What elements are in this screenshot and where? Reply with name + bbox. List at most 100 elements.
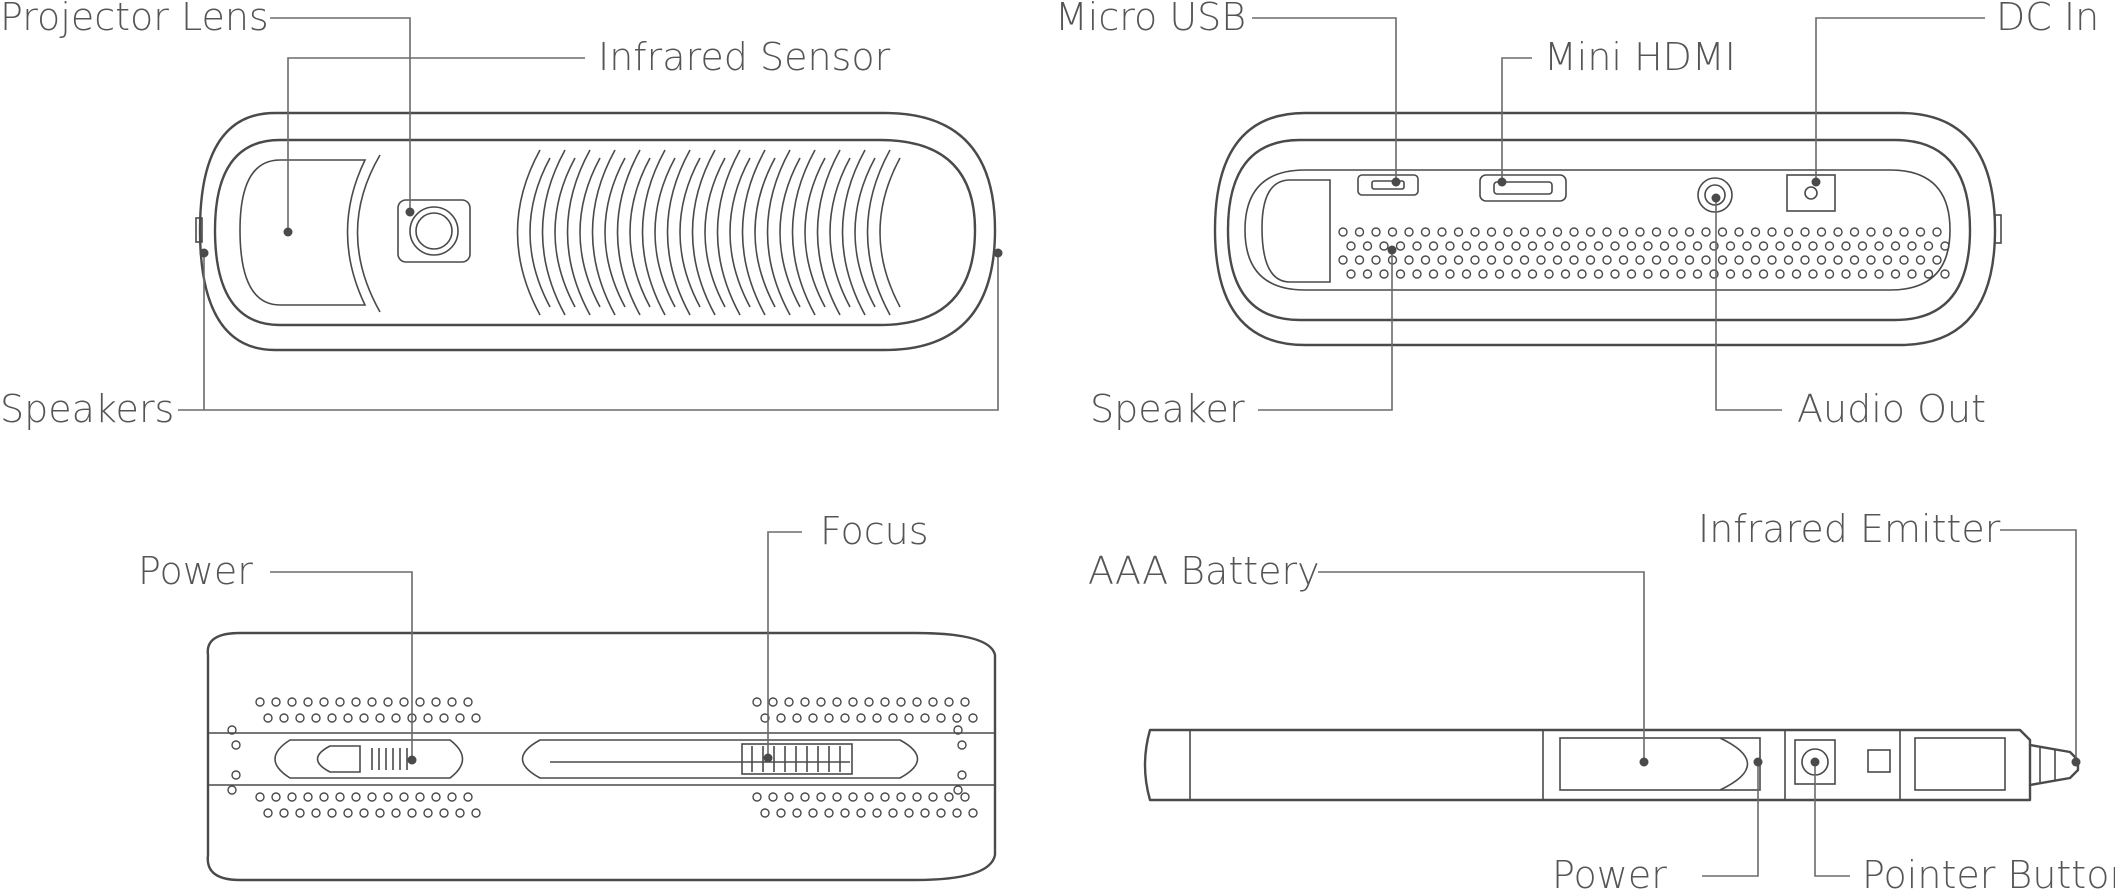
grille-hole xyxy=(1602,255,1612,265)
grille-hole xyxy=(1453,255,1464,265)
grille-hole xyxy=(1651,255,1662,265)
grille-hole xyxy=(1412,269,1422,279)
grille-hole xyxy=(1758,241,1769,251)
grille-hole xyxy=(1659,241,1670,251)
vent-fin-inner xyxy=(554,157,576,308)
leader-aaa-battery xyxy=(1318,571,1645,760)
label-dc-in: DC In xyxy=(1996,0,2099,39)
grille-hole xyxy=(1552,227,1563,237)
grille-hole xyxy=(1346,269,1356,279)
vent-fin xyxy=(691,149,716,316)
grille-hole xyxy=(1684,227,1695,237)
grille-hole xyxy=(1552,255,1563,265)
grille-hole xyxy=(1527,241,1538,251)
grille-hole xyxy=(1841,269,1851,279)
top-hole xyxy=(840,808,850,818)
grille-hole xyxy=(1932,227,1942,237)
grille-hole xyxy=(1470,227,1480,237)
top-hole xyxy=(227,785,237,795)
vent-fin xyxy=(716,149,741,316)
back-body-outer xyxy=(1213,111,1997,347)
grille-hole xyxy=(1635,227,1645,237)
top-hole xyxy=(271,792,281,802)
grille-hole xyxy=(1635,255,1645,265)
grille-hole xyxy=(1395,241,1406,251)
top-hole xyxy=(824,713,834,723)
vent-fin-inner xyxy=(729,157,751,308)
top-hole xyxy=(864,697,874,707)
grille-hole xyxy=(1833,227,1843,237)
grille-hole xyxy=(1684,255,1695,265)
grille-hole xyxy=(1379,269,1389,279)
grille-hole xyxy=(1387,227,1398,237)
top-hole xyxy=(808,808,818,818)
grille-hole xyxy=(1569,227,1579,237)
grille-hole xyxy=(1395,269,1406,279)
top-hole xyxy=(832,697,842,707)
grille-hole xyxy=(1849,227,1860,237)
back-side-button-right xyxy=(1994,214,2002,244)
vent-fin-inner xyxy=(704,157,726,308)
top-hole xyxy=(423,808,433,818)
top-hole xyxy=(752,697,762,707)
top-view: Power Focus xyxy=(138,509,997,882)
grille-hole xyxy=(1717,227,1728,237)
grille-hole xyxy=(1841,241,1851,251)
top-hole xyxy=(227,725,237,735)
top-hole xyxy=(255,792,265,802)
top-hole xyxy=(944,792,954,802)
top-hole xyxy=(960,697,970,707)
back-body-inner xyxy=(1226,138,1972,322)
grille-hole xyxy=(1461,269,1472,279)
vent-fin-inner xyxy=(654,157,676,308)
dc-in-port xyxy=(1786,174,1836,212)
vent-fin xyxy=(741,149,766,316)
top-hole xyxy=(848,697,858,707)
back-view: Micro USB Mini HDMI DC In Speaker Audio … xyxy=(1055,0,2099,431)
grille-hole xyxy=(1676,269,1686,279)
top-hole xyxy=(383,697,393,707)
top-hole xyxy=(888,808,898,818)
top-hole xyxy=(391,713,401,723)
top-hole xyxy=(936,713,946,723)
grille-hole xyxy=(1808,241,1818,251)
grille-hole xyxy=(1742,241,1752,251)
top-hole xyxy=(888,713,898,723)
vent-fin xyxy=(591,149,616,316)
top-hole xyxy=(957,770,967,780)
grille-hole xyxy=(1338,227,1348,237)
top-hole xyxy=(936,808,946,818)
leader-dot-speaker-right xyxy=(993,248,1003,258)
grille-hole xyxy=(1758,269,1769,279)
grille-hole xyxy=(1767,227,1777,237)
top-hole xyxy=(784,697,794,707)
grille-hole xyxy=(1585,255,1596,265)
vent-fin-inner xyxy=(829,157,851,308)
grille-hole xyxy=(1824,241,1835,251)
grille-hole xyxy=(1536,227,1546,237)
grille-hole xyxy=(1692,241,1703,251)
back-speaker-grille xyxy=(1338,227,1950,279)
projector-lens-window xyxy=(239,159,367,306)
label-aaa-battery: AAA Battery xyxy=(1088,549,1320,593)
grille-hole xyxy=(1519,227,1530,237)
top-hole xyxy=(311,808,321,818)
grille-hole xyxy=(1643,269,1653,279)
top-hole xyxy=(953,725,963,735)
grille-hole xyxy=(1874,241,1884,251)
top-hole xyxy=(407,808,417,818)
grille-hole xyxy=(1882,227,1893,237)
micro-usb-port-inner xyxy=(1371,180,1405,190)
vent-fin xyxy=(516,149,541,316)
top-hole xyxy=(952,808,962,818)
label-pointer-button: Pointer Button xyxy=(1862,853,2115,891)
top-hole xyxy=(423,713,433,723)
leader-pointer-power xyxy=(1702,762,1759,877)
leader-audio-out xyxy=(1715,200,1782,411)
grille-hole xyxy=(1709,269,1719,279)
vent-fin-inner xyxy=(579,157,601,308)
top-hole xyxy=(800,792,810,802)
grille-hole xyxy=(1610,241,1620,251)
top-hole xyxy=(463,697,473,707)
